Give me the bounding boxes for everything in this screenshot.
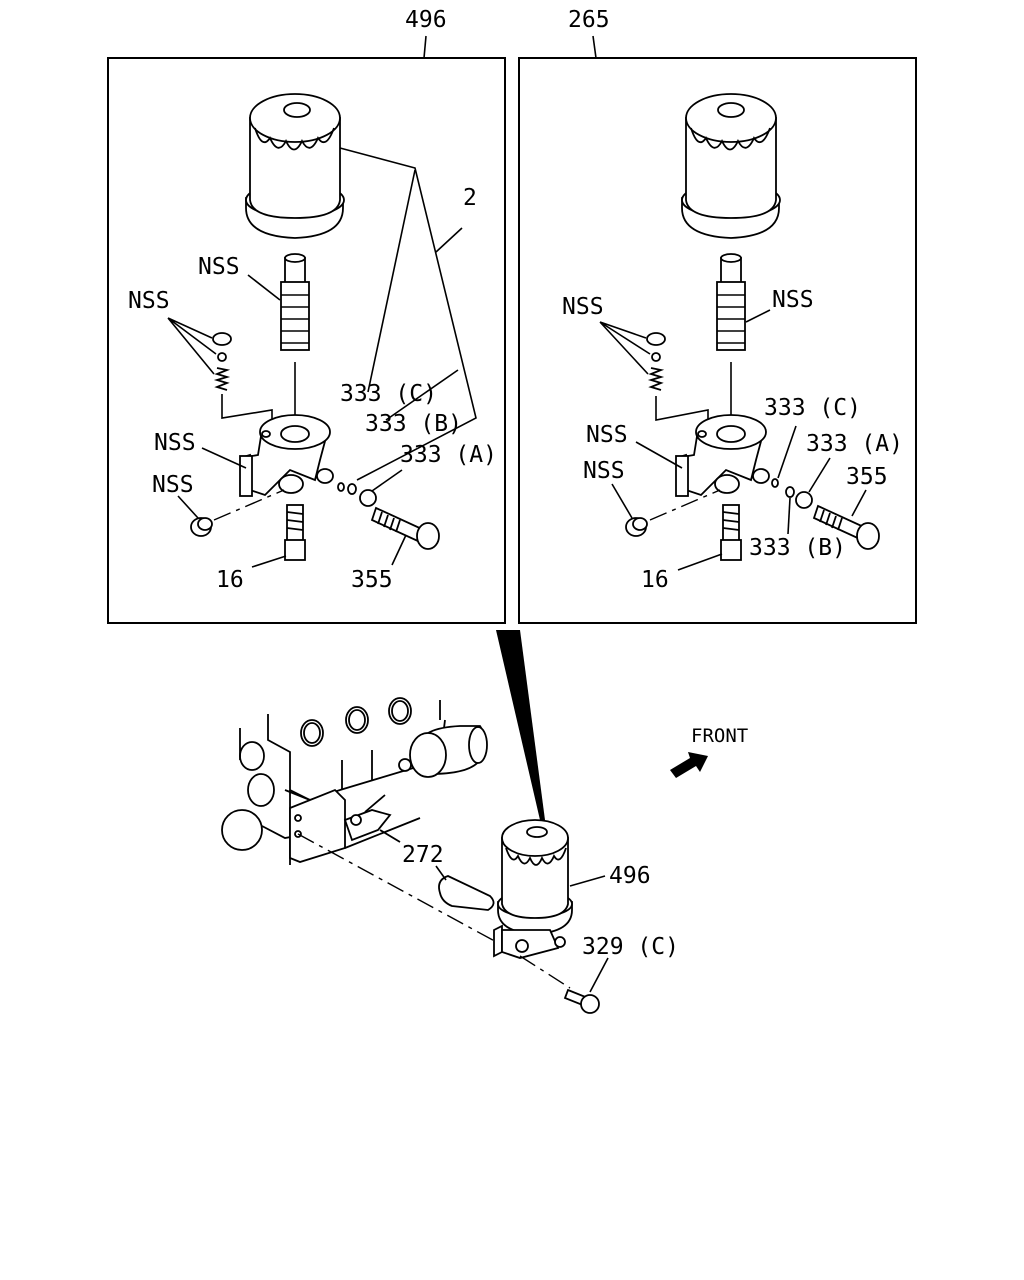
right-fitting	[720, 504, 742, 561]
left-fitting	[284, 504, 306, 561]
left-ref-lines	[339, 147, 477, 481]
left-filter-head	[239, 414, 334, 497]
assembled-filter	[493, 819, 573, 959]
right-plug	[625, 489, 721, 537]
left-label-plug: NSS	[152, 472, 194, 498]
right-ring-a-leader	[808, 457, 831, 493]
right-ring-c	[771, 478, 779, 488]
left-ring-a	[359, 489, 377, 507]
right-label-bolt: 355	[846, 464, 888, 490]
mount-line	[297, 833, 501, 945]
right-label-body: NSS	[586, 422, 628, 448]
right-stud	[716, 253, 746, 430]
label-filter: 496	[609, 863, 651, 889]
left-plug-leader	[177, 495, 199, 519]
label-bolt: 329 (C)	[582, 934, 679, 960]
right-label-plug: NSS	[583, 458, 625, 484]
gasket-272	[438, 875, 495, 911]
left-label-body: NSS	[154, 430, 196, 456]
left-ring-a-leader	[371, 469, 403, 492]
left-ring-c	[337, 482, 345, 492]
left-panel-frame	[107, 57, 506, 624]
left-label-valve-group: NSS	[128, 288, 170, 314]
left-header-leader	[423, 35, 427, 59]
right-label-ring-b: 333 (B)	[749, 535, 846, 561]
gasket-leader	[435, 865, 447, 881]
right-bolt-leader	[851, 489, 867, 517]
right-ring-b-leader	[787, 497, 791, 535]
right-label-ring-c: 333 (C)	[764, 395, 861, 421]
front-label: FRONT	[691, 725, 748, 747]
left-label-ring-b: 333 (B)	[365, 411, 462, 437]
left-label-filter-ref: 2	[463, 185, 477, 211]
callout-wedge	[496, 630, 545, 820]
left-filter-cartridge	[245, 93, 345, 239]
left-label-bolt: 355	[351, 567, 393, 593]
right-ring-c-leader	[777, 425, 797, 479]
left-panel: 496 2	[107, 7, 506, 624]
left-label-ring-c: 333 (C)	[340, 381, 437, 407]
right-ring-b	[785, 486, 795, 498]
right-bolt	[812, 504, 880, 550]
left-stud-leader	[247, 274, 281, 301]
left-bolt	[370, 506, 440, 550]
front-indicator: FRONT	[670, 725, 748, 778]
right-panel: 265 NSS	[518, 7, 917, 624]
left-panel-header: 496	[405, 7, 447, 33]
right-filter-head	[675, 414, 770, 497]
left-stud	[280, 253, 310, 430]
engine-pump	[398, 725, 488, 778]
filter-leader	[569, 875, 606, 887]
left-bolt-leader	[391, 534, 407, 566]
front-arrow-icon	[670, 752, 708, 778]
engine-bracket	[289, 788, 421, 863]
left-label-ring-a: 333 (A)	[400, 442, 497, 468]
right-label-stud: NSS	[772, 287, 814, 313]
left-body-leader	[201, 447, 247, 469]
bolt-329	[519, 955, 600, 1014]
right-label-valve-group: NSS	[562, 294, 604, 320]
left-ring-b	[347, 483, 357, 495]
right-filter-cartridge	[681, 93, 781, 239]
right-plug-leader	[611, 483, 633, 519]
right-label-fitting: 16	[641, 567, 669, 593]
label-gasket: 272	[402, 842, 444, 868]
left-plug	[190, 489, 285, 537]
right-panel-frame	[518, 57, 917, 624]
right-fitting-leader	[677, 553, 723, 571]
right-body-leader	[635, 441, 683, 469]
right-panel-header: 265	[568, 7, 610, 33]
right-valve-leader	[599, 321, 651, 375]
bolt-329-leader	[589, 957, 609, 993]
left-label-fitting: 16	[216, 567, 244, 593]
left-fitting-leader	[251, 555, 287, 568]
right-stud-leader	[745, 309, 771, 323]
left-valve-leader	[167, 317, 217, 375]
right-ring-a	[795, 491, 813, 509]
engine-assembly: 272 496 329 (C)	[221, 697, 679, 1014]
right-label-ring-a: 333 (A)	[806, 431, 903, 457]
left-label-stud: NSS	[198, 254, 240, 280]
right-header-leader	[592, 35, 597, 59]
